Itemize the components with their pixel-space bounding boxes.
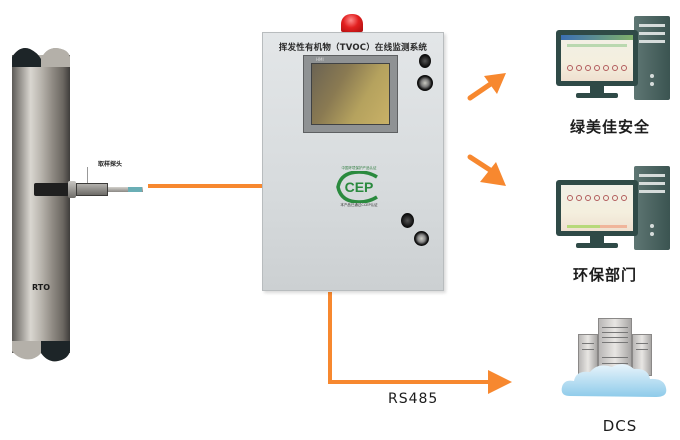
- destination-label-lvmeijia: 绿美佳安全: [569, 118, 650, 136]
- cep-certification-logo: 中国环境保护产品认证 CEP 本产品已通过CCEP认证: [331, 166, 387, 210]
- probe-tip: [128, 187, 142, 192]
- cep-mark-text: CEP: [345, 179, 374, 195]
- destination-label-dcs: DCS: [602, 417, 638, 435]
- cloud-icon: [561, 363, 667, 397]
- probe-rod: [108, 187, 143, 192]
- destination-lvmeijia: [542, 6, 672, 106]
- cep-top-text: 中国环境保护产品认证: [341, 166, 377, 170]
- connector-cap-icon: [419, 54, 431, 68]
- pc-monitor: [556, 30, 638, 86]
- rs485-label: RS485: [388, 391, 439, 407]
- connector-port-icon: [417, 75, 433, 91]
- probe-leader-line: [87, 167, 88, 183]
- destination-dcs: [560, 310, 670, 400]
- destination-label-epb: 环保部门: [572, 266, 637, 284]
- pipe-body: [12, 55, 70, 353]
- cep-mark-icon: CEP: [336, 171, 378, 203]
- screen-display: [311, 63, 390, 125]
- pc-monitor: [556, 180, 638, 236]
- probe-flange: [68, 181, 76, 198]
- arrow-up-right-icon: [467, 73, 506, 101]
- monitoring-cabinet: 挥发性有机物（TVOC）在线监测系统 HMI 中国环境保护产品认证 CEP 本产…: [262, 32, 444, 291]
- pc-tower: [634, 16, 670, 100]
- screen-brand: HMI: [316, 57, 324, 62]
- monitor-screen: [561, 35, 633, 81]
- cabinet-to-dcs-vertical-line: [328, 292, 332, 384]
- cep-bottom-text: 本产品已通过CCEP认证: [340, 203, 378, 207]
- probe-label: 取样探头: [98, 161, 123, 168]
- pc-tower: [634, 166, 670, 250]
- pipe-bottom-cap: [12, 341, 70, 362]
- pipe-top-cap: [12, 48, 70, 67]
- pipe-label: RTO: [32, 283, 51, 292]
- cabinet-title: 挥发性有机物（TVOC）在线监测系统: [278, 43, 428, 53]
- probe-to-cabinet-line: [148, 184, 263, 188]
- alarm-beacon: [341, 14, 363, 32]
- dcs-arrow-head-icon: [488, 370, 512, 394]
- rto-pipe: RTO: [10, 45, 72, 363]
- probe-mount: [34, 183, 69, 196]
- probe-body: [76, 183, 108, 196]
- arrow-down-right-icon: [467, 154, 506, 186]
- destination-epb: [542, 156, 672, 256]
- monitor-screen: [561, 185, 633, 231]
- cabinet-to-dcs-horizontal-line: [328, 380, 490, 384]
- connector-cap-icon: [401, 213, 414, 228]
- connector-port-icon: [414, 231, 429, 246]
- touch-screen: HMI: [303, 55, 398, 133]
